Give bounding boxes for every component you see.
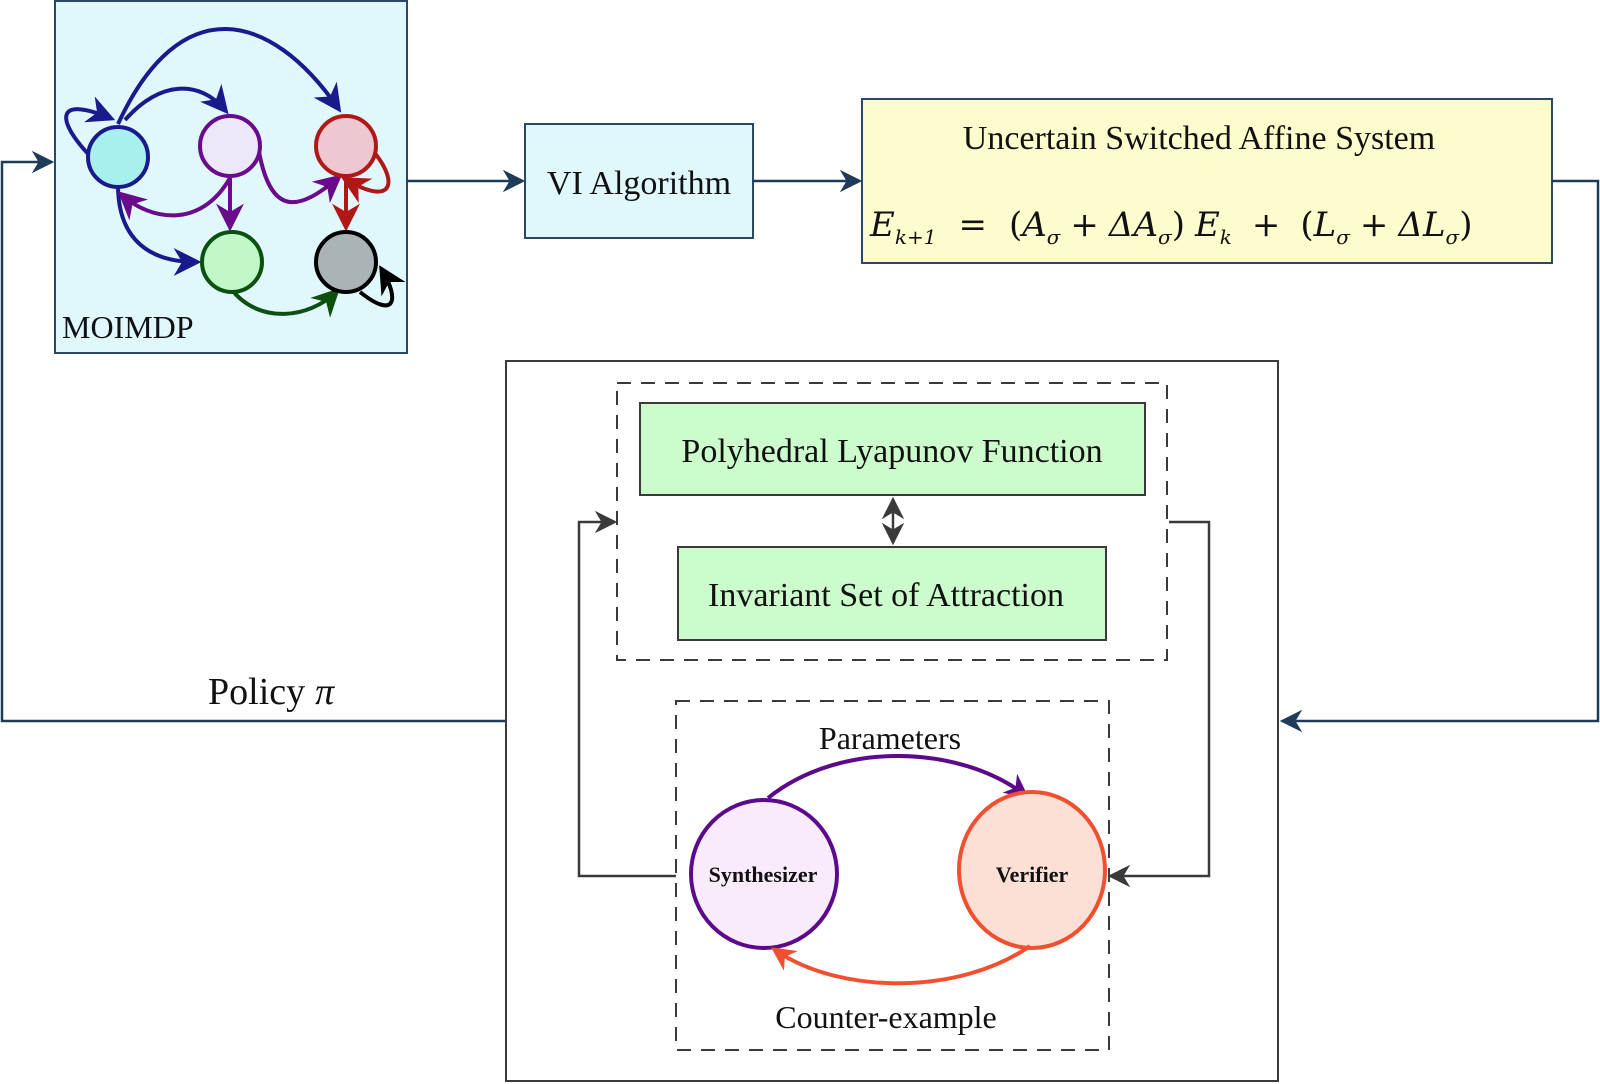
synthesizer-node[interactable] — [689, 798, 839, 950]
moimdp-block: MOIMDP — [54, 0, 408, 354]
edge-s0-self — [64, 96, 116, 160]
eq-equals: = — [958, 205, 987, 245]
edge-s1-s0 — [117, 176, 232, 221]
eq-delta-a-sub: σ — [1158, 225, 1173, 249]
arrow-system-to-verification — [1279, 179, 1600, 733]
edge-s4-self — [358, 265, 406, 308]
edge-s2-self — [341, 148, 391, 204]
verifier-node[interactable] — [957, 790, 1107, 950]
eq-close2: ) — [1459, 205, 1472, 245]
eq-plus3: + — [1360, 205, 1389, 245]
eq-delta-a: ΔA — [1107, 205, 1158, 245]
vi-algorithm-label: VI Algorithm — [547, 165, 731, 202]
moimdp-label: MOIMDP — [62, 309, 194, 345]
eq-open1: ( — [1009, 205, 1022, 245]
eq-a-sub: σ — [1047, 225, 1062, 249]
eq-l-sub: σ — [1336, 225, 1351, 249]
counter-example-label: Counter-example — [775, 999, 997, 1035]
mdp-node-s4 — [314, 230, 378, 294]
vi-algorithm-box — [524, 123, 754, 239]
mdp-node-s3 — [200, 230, 264, 294]
mdp-node-s2 — [314, 114, 378, 178]
mdp-node-s0 — [86, 125, 150, 189]
eq-delta-l: ΔL — [1396, 205, 1445, 245]
system-equation: Ek+1=(Aσ+ΔAσ)Ek+(Lσ+ΔLσ) — [869, 205, 1472, 249]
policy-text: Policy — [208, 671, 305, 713]
eq-lhs-sub: k+1 — [895, 225, 937, 249]
verification-box — [505, 360, 1279, 1082]
synthesizer-label: Synthesizer — [709, 862, 818, 887]
edge-s0-s1 — [123, 83, 229, 122]
eq-close1: ) — [1172, 205, 1185, 245]
parameters-label: Parameters — [819, 720, 961, 756]
eq-l: L — [1313, 205, 1337, 245]
edge-s3-s4 — [230, 288, 340, 318]
eq-a: A — [1019, 205, 1047, 245]
policy-symbol: π — [315, 671, 335, 713]
verifier-label: Verifier — [996, 862, 1069, 887]
eq-lhs: E — [869, 205, 895, 245]
eq-open2: ( — [1300, 205, 1313, 245]
edge-s1-s2 — [256, 145, 343, 205]
mdp-node-s1 — [198, 114, 262, 178]
eq-plus2: + — [1252, 205, 1281, 245]
arrow-synthesizer-to-lyapunov — [577, 510, 676, 878]
edge-s0-s2 — [116, 27, 342, 125]
mdp-edges — [64, 27, 406, 318]
invariant-label: Invariant Set of Attraction — [708, 577, 1064, 614]
lyapunov-label: Polyhedral Lyapunov Function — [681, 433, 1102, 470]
eq-ek-sub: k — [1220, 225, 1232, 249]
system-title: Uncertain Switched Affine System — [963, 120, 1435, 157]
eq-ek: E — [1194, 205, 1220, 245]
arrow-policy-feedback — [0, 150, 506, 723]
arrow-lyapunov-to-verifier — [1107, 520, 1211, 888]
arrow-parameters — [766, 754, 1029, 800]
lyapunov-box — [639, 402, 1146, 496]
invariant-box — [677, 546, 1107, 641]
eq-plus1: + — [1070, 205, 1099, 245]
arrow-counter-example — [771, 944, 1032, 986]
eq-delta-l-sub: σ — [1446, 225, 1461, 249]
